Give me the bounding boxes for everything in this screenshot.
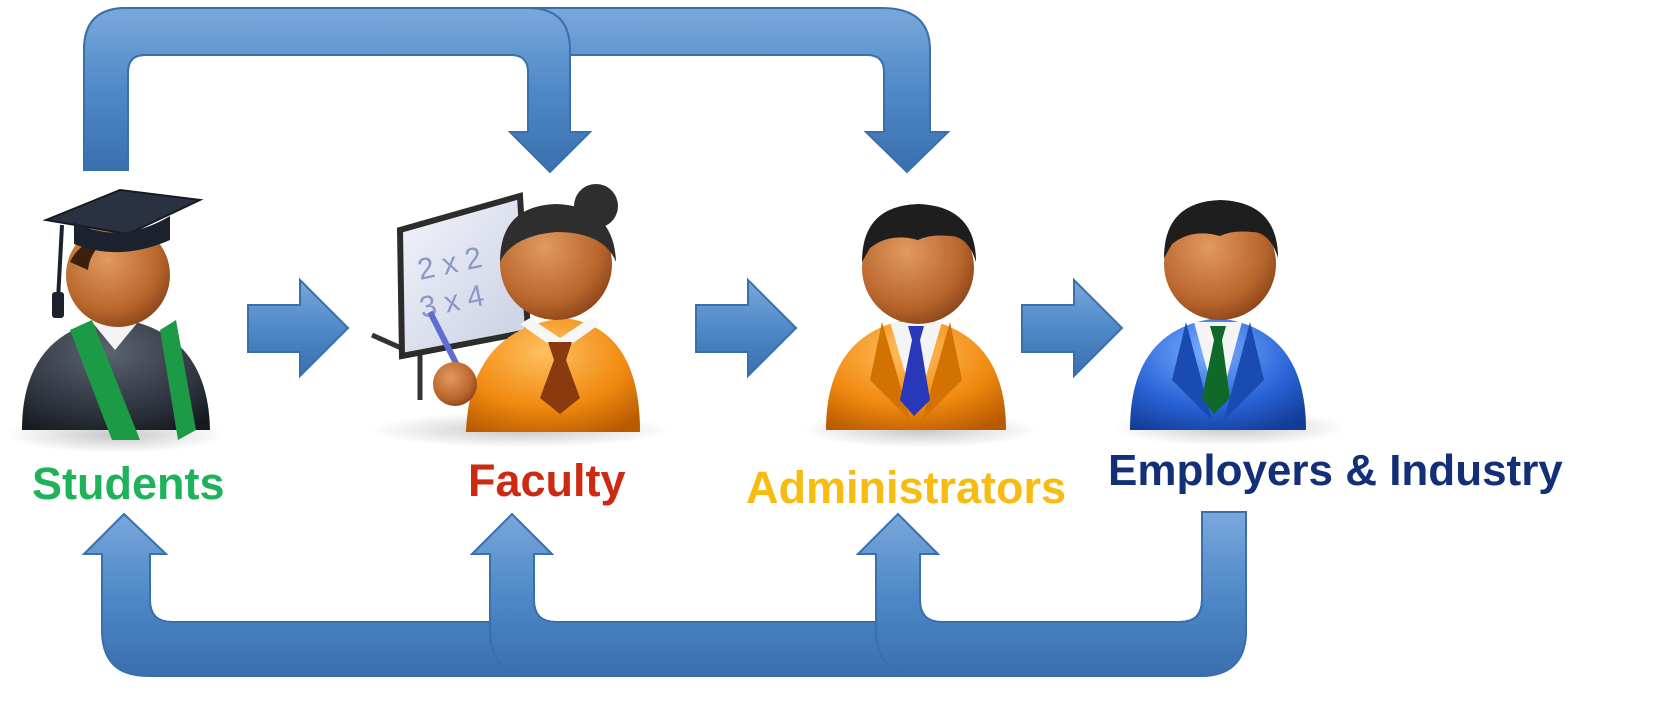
loop-arrow-students-to-faculty xyxy=(83,7,593,174)
node-label-employers: Employers & Industry xyxy=(1108,446,1563,495)
businessman-orange-suit-icon xyxy=(802,204,1038,448)
node-label-administrators: Administrators xyxy=(746,462,1067,513)
node-label-students: Students xyxy=(32,458,225,509)
loop-arrow-employers-to-administrators xyxy=(855,511,1247,677)
arrow-students-to-faculty xyxy=(247,277,350,379)
arrow-administrators-to-employers xyxy=(1021,277,1124,379)
arrow-faculty-to-administrators xyxy=(695,277,798,379)
graduate-person-icon xyxy=(5,188,225,453)
node-label-faculty: Faculty xyxy=(468,455,626,506)
businessman-blue-suit-icon xyxy=(1112,200,1348,446)
teacher-whiteboard-icon: 2 x 2 3 x 4 xyxy=(370,184,670,448)
